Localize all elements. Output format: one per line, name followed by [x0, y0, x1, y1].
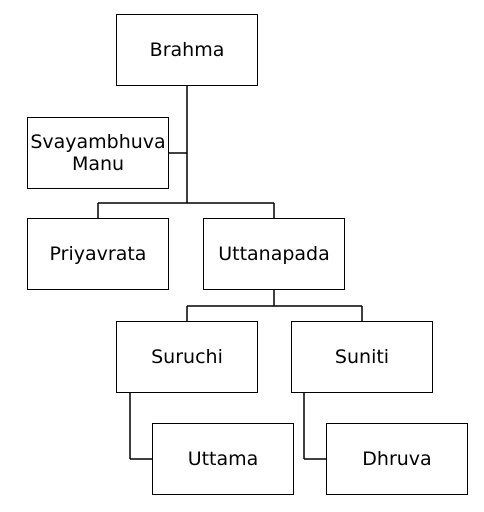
node-suruchi: Suruchi	[116, 321, 258, 393]
node-label: Uttama	[187, 448, 259, 470]
node-label: Priyavrata	[49, 243, 147, 265]
node-label: Brahma	[149, 39, 225, 61]
node-label-line1: Svayambhuva	[30, 131, 166, 153]
node-uttanapada: Uttanapada	[203, 218, 345, 290]
node-label: Suruchi	[151, 346, 223, 368]
node-label: Uttanapada	[218, 243, 330, 265]
node-label-line2: Manu	[71, 153, 125, 175]
node-dhruva: Dhruva	[326, 423, 468, 495]
node-priyavrata: Priyavrata	[27, 218, 169, 290]
node-label: Suniti	[334, 346, 390, 368]
node-label: Dhruva	[362, 448, 432, 470]
node-suniti: Suniti	[291, 321, 433, 393]
node-svayambhuva-manu: Svayambhuva Manu	[27, 117, 169, 189]
node-brahma: Brahma	[116, 14, 258, 86]
node-uttama: Uttama	[152, 423, 294, 495]
